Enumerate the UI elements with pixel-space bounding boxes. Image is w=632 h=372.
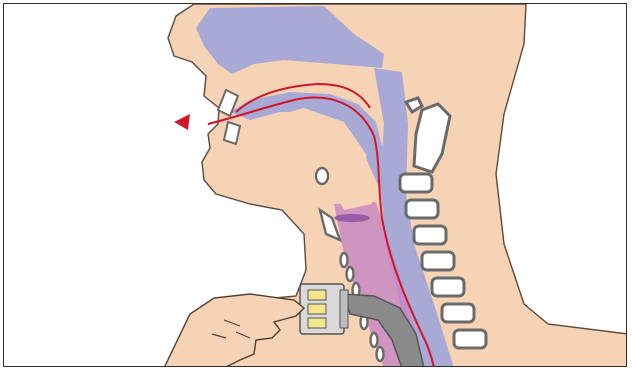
diagram-frame bbox=[3, 3, 627, 367]
cuff bbox=[334, 214, 370, 222]
tube-connector-icon bbox=[300, 284, 348, 334]
airway-illustration bbox=[4, 4, 627, 367]
airflow-arrow-icon bbox=[174, 114, 190, 130]
